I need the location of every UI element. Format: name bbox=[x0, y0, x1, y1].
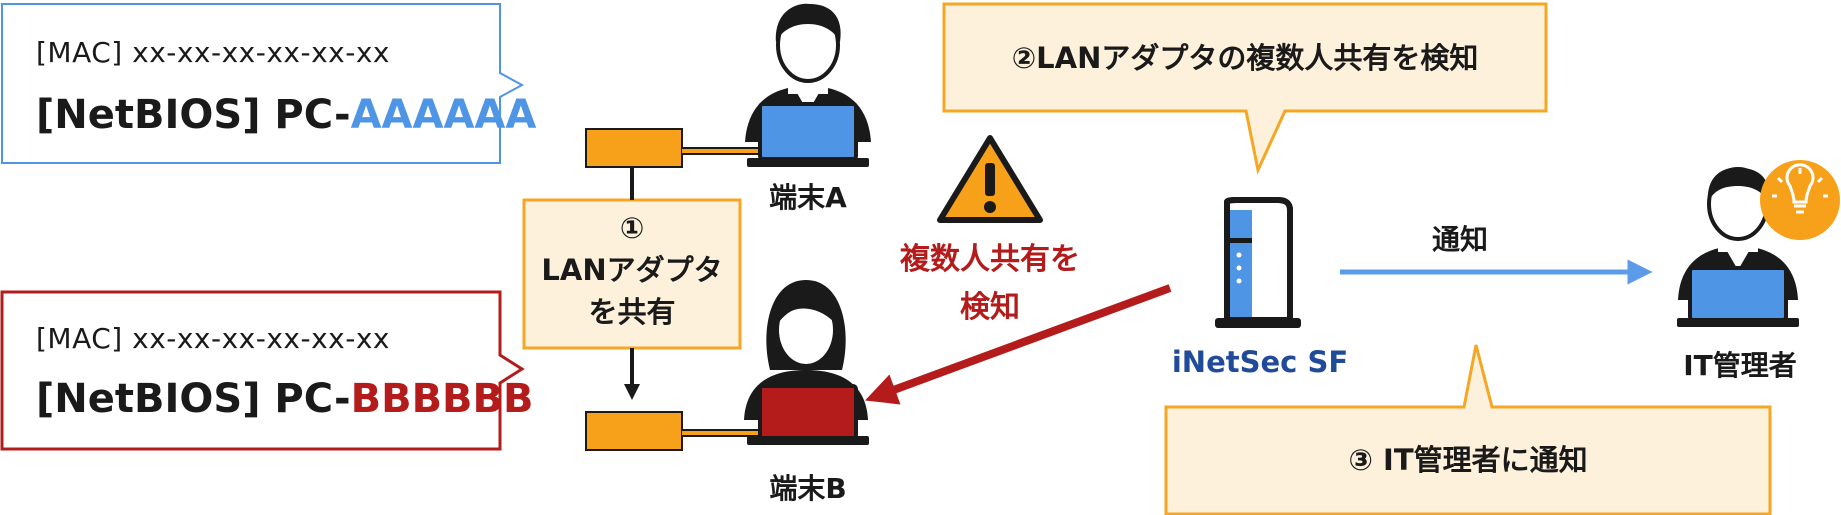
pc-a-info-callout bbox=[1, 3, 525, 164]
lan-adapter-a bbox=[585, 128, 683, 168]
lightbulb-icon bbox=[1760, 160, 1840, 240]
step2-text: ②LANアダプタの複数人共有を検知 bbox=[1011, 41, 1479, 75]
pc-b-netbios-name: BBBBBB bbox=[350, 376, 534, 422]
pc-a-netbios-prefix: [NetBIOS] PC- bbox=[36, 92, 351, 138]
step1-line1: LANアダプタ bbox=[541, 253, 723, 287]
terminal-b-label: 端末B bbox=[769, 472, 847, 505]
pc-a-mac: [MAC] xx-xx-xx-xx-xx-xx bbox=[36, 36, 390, 69]
detect-arrow bbox=[864, 284, 1172, 405]
warning-line2: 検知 bbox=[960, 290, 1020, 325]
lan-adapter-b bbox=[585, 411, 683, 451]
warning-line1: 複数人共有を bbox=[900, 242, 1080, 277]
laptop-a-icon bbox=[747, 102, 869, 167]
server-icon bbox=[1215, 197, 1301, 328]
step3-text: ③ IT管理者に通知 bbox=[1348, 443, 1588, 477]
step1-number: ① bbox=[619, 211, 645, 245]
pc-a-netbios: [NetBIOS] PC-AAAAAA bbox=[36, 92, 536, 138]
notify-label: 通知 bbox=[1431, 223, 1488, 256]
step1-line2: を共有 bbox=[588, 295, 676, 329]
pc-b-netbios: [NetBIOS] PC-BBBBBB bbox=[36, 376, 534, 422]
pc-a-netbios-name: AAAAAA bbox=[350, 92, 537, 138]
pc-b-mac: [MAC] xx-xx-xx-xx-xx-xx bbox=[36, 322, 390, 355]
admin-label: IT管理者 bbox=[1683, 349, 1797, 382]
device-label: iNetSec SF bbox=[1171, 345, 1349, 379]
pc-b-netbios-prefix: [NetBIOS] PC- bbox=[36, 376, 351, 422]
step3-callout bbox=[1164, 344, 1772, 515]
step2-callout bbox=[942, 2, 1548, 175]
pc-b-info-callout bbox=[0, 290, 525, 451]
terminal-a-label: 端末A bbox=[769, 181, 847, 214]
laptop-b-icon bbox=[747, 384, 869, 445]
laptop-admin-icon bbox=[1677, 266, 1799, 327]
warning-icon bbox=[937, 135, 1043, 223]
